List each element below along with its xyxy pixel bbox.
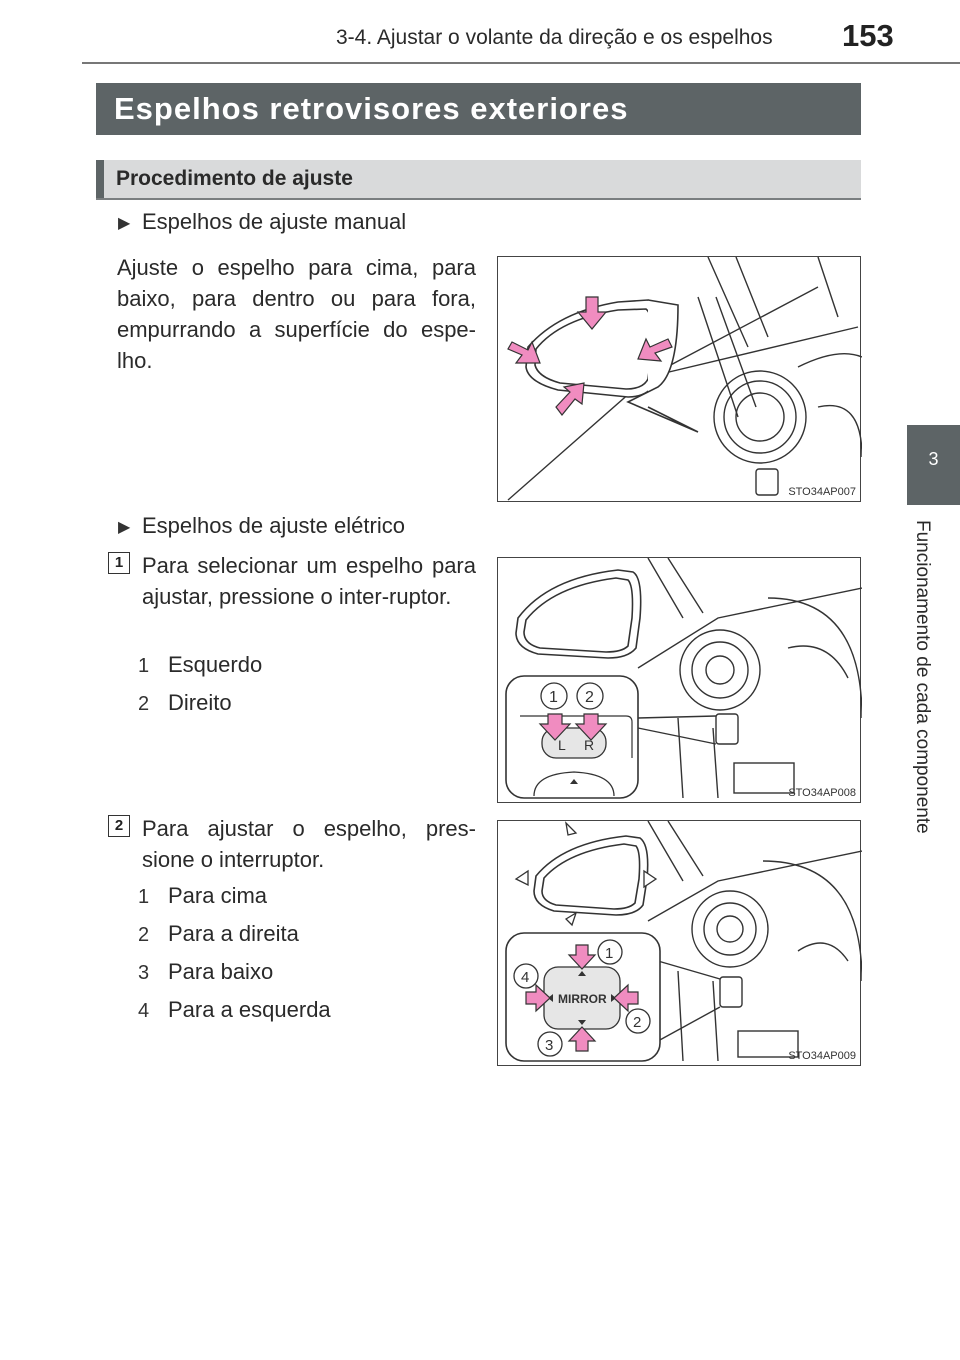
mirror-switch-label: MIRROR	[558, 992, 607, 1006]
item-number-4-icon: 4	[138, 1000, 149, 1022]
figure-code: STO34AP008	[788, 787, 856, 799]
step2-item-down: Para baixo	[168, 959, 274, 984]
page-number: 153	[842, 18, 894, 53]
manual-heading: Espelhos de ajuste manual	[142, 209, 407, 234]
svg-text:L: L	[558, 737, 566, 753]
chapter-tab: 3	[907, 425, 960, 505]
step-number-box: 2	[108, 815, 130, 837]
callout-4: 4	[521, 969, 529, 986]
step-number-box: 1	[108, 552, 130, 574]
step1-item-left: Esquerdo	[168, 652, 263, 677]
electric-heading: Espelhos de ajuste elétrico	[142, 513, 405, 538]
section-title-banner: Espelhos retrovisores exteriores	[96, 83, 861, 135]
svg-text:4: 4	[138, 1000, 149, 1022]
manual-mirror-illustration: STO34AP007	[497, 256, 862, 502]
item-number-2-icon: 2	[138, 924, 149, 946]
triangle-bullet-icon: ▶	[118, 215, 131, 232]
triangle-bullet-icon: ▶	[118, 519, 131, 536]
figure-code: STO34AP007	[788, 486, 856, 498]
step1-text: Para selecionar um espelho para ajustar,…	[142, 553, 476, 609]
callout-3: 3	[545, 1037, 553, 1054]
chapter-side-label-text: Funcionamento de cada componente	[912, 520, 933, 834]
item-number-2-icon: 2	[138, 693, 149, 715]
figure-code: STO34AP009	[788, 1050, 856, 1062]
subsection-title: Procedimento de ajuste	[116, 167, 353, 190]
callout-1: 1	[549, 689, 558, 706]
subsection-banner: Procedimento de ajuste	[96, 160, 861, 200]
item-number-1-icon: 1	[138, 655, 149, 677]
step1-item-right: Direito	[168, 690, 232, 715]
chapter-tab-number: 3	[928, 449, 939, 469]
step2-item-left: Para a esquerda	[168, 997, 331, 1022]
callout-1: 1	[605, 945, 613, 962]
step2-text: Para ajustar o espelho, pres-sione o int…	[142, 816, 476, 872]
adjust-mirror-illustration: MIRROR 1 2 3 4 STO34AP009	[497, 820, 862, 1066]
header-rule	[82, 62, 960, 64]
section-title: Espelhos retrovisores exteriores	[114, 91, 629, 126]
chapter-side-label: Funcionamento de cada componente	[905, 520, 945, 860]
item-number-3-icon: 3	[138, 962, 149, 984]
select-mirror-illustration: L R 1 2 STO34AP008	[497, 557, 862, 803]
item-number-1-icon: 1	[138, 886, 149, 908]
svg-text:2: 2	[138, 693, 149, 715]
running-header: 3-4. Ajustar o volante da direção e os e…	[336, 26, 773, 49]
step2-item-right: Para a direita	[168, 921, 299, 946]
adjust-mirror-drawing: MIRROR 1 2 3 4	[505, 821, 862, 1062]
callout-2: 2	[585, 689, 594, 706]
callout-2: 2	[633, 1014, 641, 1031]
select-mirror-drawing: L R 1 2	[505, 558, 862, 799]
step2-item-up: Para cima	[168, 883, 268, 908]
subsection-bar	[96, 160, 104, 198]
manual-paragraph: Ajuste o espelho para cima, para baixo, …	[117, 255, 476, 373]
svg-text:2: 2	[138, 924, 149, 946]
svg-text:1: 1	[138, 886, 149, 908]
svg-text:3: 3	[138, 962, 149, 984]
svg-text:R: R	[584, 737, 594, 753]
svg-text:1: 1	[138, 655, 149, 677]
manual-mirror-drawing	[507, 257, 862, 501]
